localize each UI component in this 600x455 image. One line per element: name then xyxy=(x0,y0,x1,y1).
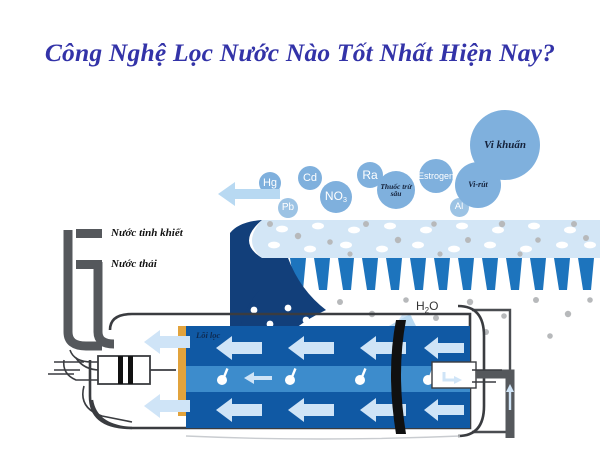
contaminant-label: Pb xyxy=(281,202,295,213)
outlet-pipe xyxy=(476,369,515,438)
contaminant-bubble-cd: Cd xyxy=(298,166,322,190)
valve-bar-right xyxy=(128,356,133,384)
contaminant-bubble-pb: Pb xyxy=(278,198,298,218)
contaminant-bubble-ra: Ra xyxy=(357,162,383,188)
legend-item-waste-water: Nước thải xyxy=(76,258,157,270)
contaminant-bubble-hg: Hg xyxy=(259,172,281,194)
exit-arrow-group xyxy=(144,330,190,418)
housing-base-shadow xyxy=(185,435,461,440)
contaminant-label: Hg xyxy=(262,176,278,189)
membrane-feed-layer xyxy=(252,220,600,258)
contaminant-bubble-estrogen: Estrogen xyxy=(417,159,455,193)
legend-swatch-waste-water xyxy=(76,259,102,269)
page-title: Công Nghệ Lọc Nước Nào Tốt Nhất Hiện Nay… xyxy=(44,38,556,67)
waste-water-pipe xyxy=(93,262,115,349)
contaminant-label: Cd xyxy=(302,171,318,184)
legend-item-pure-water: Nước tinh khiết xyxy=(76,227,183,239)
inlet-valve-block xyxy=(97,355,151,385)
legend-label-pure-water: Nước tinh khiết xyxy=(111,227,183,239)
outlet-flow-arrow-icon xyxy=(506,384,514,392)
permeate-channel-marks xyxy=(217,368,435,385)
contaminant-bubble-thu-c-tr-s-u: Thuốc trừ sâu xyxy=(377,171,415,209)
contaminant-label: NO3 xyxy=(324,189,348,205)
recirculate-arrow-icon xyxy=(442,372,456,382)
contaminant-label: Vi khuẩn xyxy=(484,138,526,151)
contaminant-label: Vi-rút xyxy=(468,180,488,189)
reject-flow-arrow-icon xyxy=(218,182,280,206)
legend-label-waste-water: Nước thải xyxy=(111,258,157,270)
filter-core-label: Lõi lọc xyxy=(195,330,221,340)
recirculate-arrow-head-icon xyxy=(454,376,462,384)
membrane-pore-group xyxy=(267,220,596,257)
h2o-label: H2O xyxy=(416,299,438,315)
ro-housing-diagram: Lõi lọc xyxy=(48,230,515,440)
contaminant-label: Estrogen xyxy=(417,170,455,181)
valve-bar-left xyxy=(118,356,123,384)
housing-bottom-curve xyxy=(90,399,133,430)
legend-swatch-pure-water xyxy=(76,228,102,238)
pure-water-pipe xyxy=(63,230,102,351)
recirculation-port-box xyxy=(431,361,477,389)
membrane-tooth-group xyxy=(266,258,594,290)
membrane-seal-strip xyxy=(178,326,186,416)
contaminant-label: Thuốc trừ sâu xyxy=(380,181,412,198)
housing-band-center xyxy=(186,366,470,392)
contaminant-bubble-no: NO3 xyxy=(320,181,352,213)
contaminant-label: Ra xyxy=(362,168,378,182)
contaminant-label: Al xyxy=(454,201,464,213)
contaminant-bubble-vi-khu-n: Vi khuẩn xyxy=(470,110,540,180)
anti-telescoping-seal xyxy=(391,320,406,434)
